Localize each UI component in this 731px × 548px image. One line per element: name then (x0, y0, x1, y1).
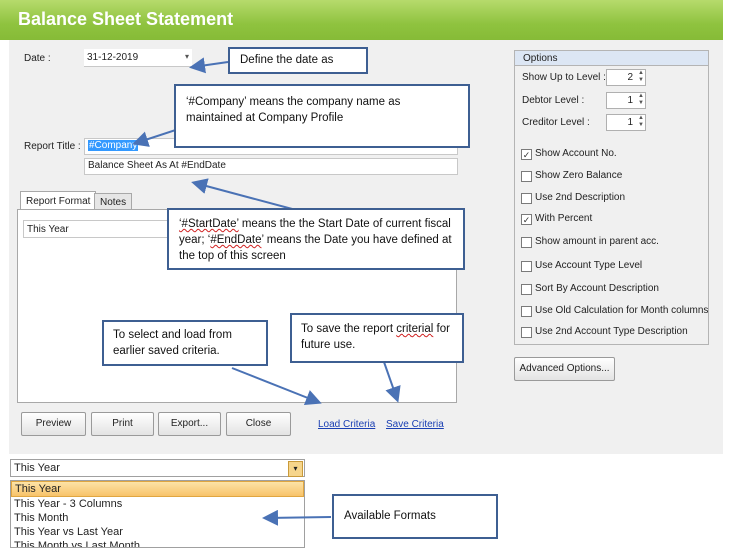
list-item[interactable]: This Month vs Last Month (14, 540, 140, 548)
callout-save-text: To save the report (301, 323, 397, 335)
close-button[interactable]: Close (226, 412, 291, 436)
export-button[interactable]: Export... (158, 412, 221, 436)
report-title-line1-value: #Company (88, 140, 139, 151)
report-format-select[interactable]: This Year (23, 220, 173, 238)
checkbox-use-2nd-description[interactable] (521, 193, 532, 204)
date-value: 31-12-2019 (87, 52, 139, 63)
checkbox-label: Show Zero Balance (535, 170, 623, 181)
advanced-options-button[interactable]: Advanced Options... (514, 357, 615, 381)
list-item[interactable]: This Month (14, 512, 69, 524)
save-criteria-link[interactable]: Save Criteria (386, 419, 444, 430)
chevron-down-icon[interactable]: ▾ (288, 461, 303, 477)
callout-save: To save the report criterial for future … (290, 313, 464, 363)
callout-startdate-token: ‘#StartDate’ (179, 218, 239, 230)
debtor-level-spinner[interactable]: 1 ▲▼ (606, 92, 646, 109)
load-criteria-link[interactable]: Load Criteria (318, 419, 376, 430)
callout-save-token: criterial (396, 323, 434, 335)
checkbox-label: Use 2nd Account Type Description (535, 326, 688, 337)
creditor-level-spinner[interactable]: 1 ▲▼ (606, 114, 646, 131)
callout-enddate-token: #EndDate (210, 234, 262, 246)
date-picker[interactable]: 31-12-2019 ▾ (84, 49, 192, 67)
callout-formats: Available Formats (332, 494, 498, 539)
checkbox-label: Use Account Type Level (535, 260, 643, 271)
debtor-level-value: 1 (627, 95, 633, 106)
window-title: Balance Sheet Statement (18, 9, 234, 29)
callout-load: To select and load from earlier saved cr… (102, 320, 268, 366)
checkbox-label: Use Old Calculation for Month columns (535, 305, 709, 316)
spin-arrows-icon[interactable]: ▲▼ (638, 93, 644, 106)
checkbox-label: With Percent (535, 213, 593, 224)
callout-load-text: To select and load from earlier saved cr… (113, 329, 232, 357)
list-item[interactable]: This Year - 3 Columns (14, 498, 123, 510)
checkbox-use-old-calculation[interactable] (521, 306, 532, 317)
callout-enddate-text: ’ means the Date you have defined at the… (179, 234, 452, 262)
list-item[interactable]: This Year vs Last Year (14, 526, 123, 538)
checkbox-use-2nd-account-type-description[interactable] (521, 327, 532, 338)
creditor-level-label: Creditor Level : (522, 117, 590, 128)
options-title: Options (523, 53, 558, 64)
show-up-to-level-label: Show Up to Level : (522, 72, 606, 83)
checkbox-show-zero-balance[interactable] (521, 171, 532, 182)
callout-startdate-text: means the the Start Date of current fisc… (179, 218, 451, 246)
title-bar: Balance Sheet Statement (0, 0, 723, 40)
spin-arrows-icon[interactable]: ▲▼ (638, 115, 644, 128)
checkbox-label: Use 2nd Description (535, 192, 626, 203)
checkbox-with-percent[interactable]: ✓ (521, 214, 532, 225)
format-dropdown-value: This Year (14, 462, 60, 474)
callout-company-text: ‘#Company’ means the company name as mai… (186, 96, 401, 124)
checkbox-use-account-type-level[interactable] (521, 261, 532, 272)
report-title-line2-input[interactable]: Balance Sheet As At #EndDate (84, 158, 458, 175)
tab-notes[interactable]: Notes (94, 193, 133, 210)
checkbox-show-amount-parent[interactable] (521, 237, 532, 248)
show-up-to-level-spinner[interactable]: 2 ▲▼ (606, 69, 646, 86)
date-label: Date : (24, 53, 51, 64)
callout-save-text-end: for future use. (301, 323, 450, 351)
report-title-label: Report Title : (24, 141, 81, 152)
format-dropdown[interactable]: This Year ▾ (10, 459, 305, 477)
options-header: Options (515, 51, 708, 66)
spin-arrows-icon[interactable]: ▲▼ (638, 70, 644, 83)
callout-company: ‘#Company’ means the company name as mai… (174, 84, 470, 148)
callout-formats-text: Available Formats (344, 510, 436, 522)
checkbox-label: Show Account No. (535, 148, 617, 159)
list-item[interactable]: This Year (11, 481, 304, 497)
callout-date: Define the date as (228, 47, 368, 74)
creditor-level-value: 1 (627, 117, 633, 128)
tab-report-format-label: Report Format (26, 196, 91, 207)
tab-report-format[interactable]: Report Format (20, 191, 97, 210)
report-title-line2-value: Balance Sheet As At #EndDate (88, 160, 226, 171)
checkbox-label: Sort By Account Description (535, 283, 659, 294)
checkbox-label: Show amount in parent acc. (535, 236, 659, 247)
checkbox-sort-by-account-description[interactable] (521, 284, 532, 295)
callout-startdate: ‘#StartDate’ means the the Start Date of… (167, 208, 465, 270)
format-dropdown-list: This Year This Year - 3 Columns This Mon… (10, 480, 305, 548)
checkbox-show-account-no[interactable]: ✓ (521, 149, 532, 160)
show-up-to-level-value: 2 (627, 72, 633, 83)
preview-button[interactable]: Preview (21, 412, 86, 436)
print-button[interactable]: Print (91, 412, 154, 436)
report-format-value: This Year (27, 224, 69, 235)
tab-notes-label: Notes (100, 197, 127, 208)
callout-date-text: Define the date as (240, 54, 334, 66)
chevron-down-icon[interactable]: ▾ (184, 52, 189, 61)
debtor-level-label: Debtor Level : (522, 95, 585, 106)
